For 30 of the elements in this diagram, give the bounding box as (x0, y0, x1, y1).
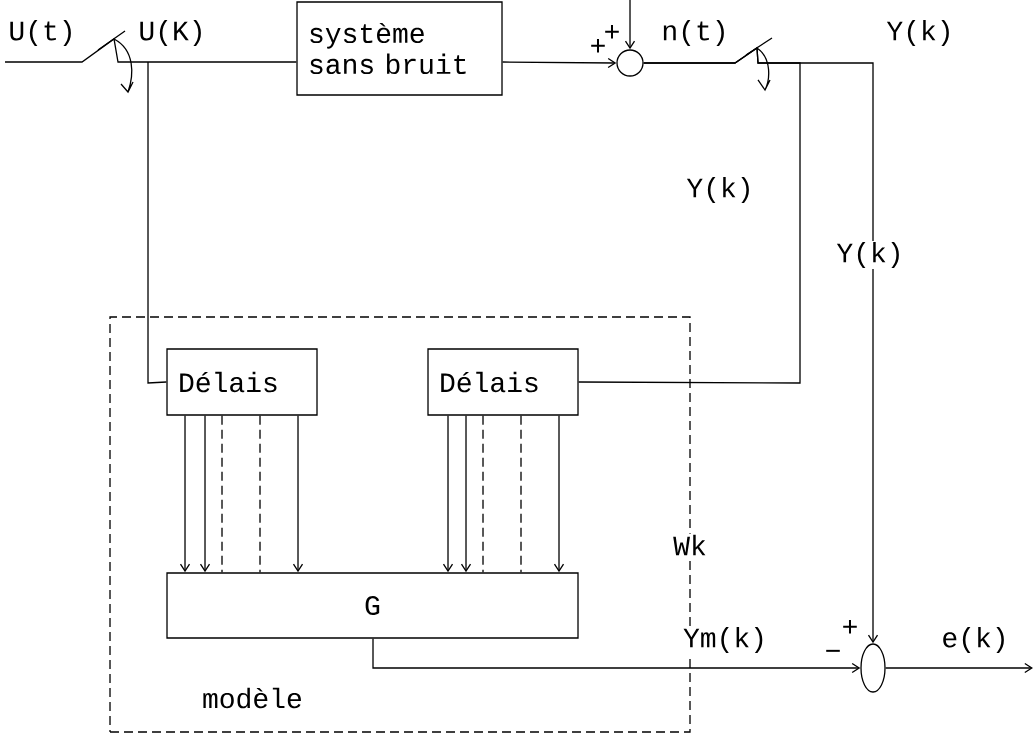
signal-label: U(K) (140, 19, 201, 47)
process-box: G (166, 572, 579, 639)
signal-label: Y(k) (886, 19, 949, 47)
arrow (460, 415, 472, 573)
process-box: système sans bruit (296, 1, 503, 96)
arrow (179, 415, 191, 573)
signal-label: Wk (672, 533, 708, 557)
summing-junction (616, 49, 644, 77)
arrow (502, 57, 617, 69)
signal-label: U(t) (10, 19, 71, 47)
delay-box: Délais (427, 348, 579, 416)
sign-label: + (605, 24, 619, 39)
arrow (442, 415, 454, 573)
arrow (199, 415, 211, 573)
signal-label: e(k) (943, 626, 1004, 654)
sign-label: + (843, 619, 857, 634)
signal-label: Ym(k) (682, 625, 768, 655)
sign-label: + (591, 38, 605, 53)
signal-label: n(t) (663, 19, 724, 47)
arrow (624, 0, 636, 50)
arrow (553, 415, 565, 573)
arrow (885, 662, 1033, 674)
arrow (372, 638, 861, 674)
arrow (292, 415, 304, 573)
sign-label: − (826, 649, 840, 652)
delay-box: Délais (166, 348, 318, 416)
summing-junction (860, 643, 886, 693)
arrow (643, 46, 879, 644)
signal-label: Y(k) (835, 240, 905, 270)
signal-label: Y(k) (686, 176, 749, 204)
